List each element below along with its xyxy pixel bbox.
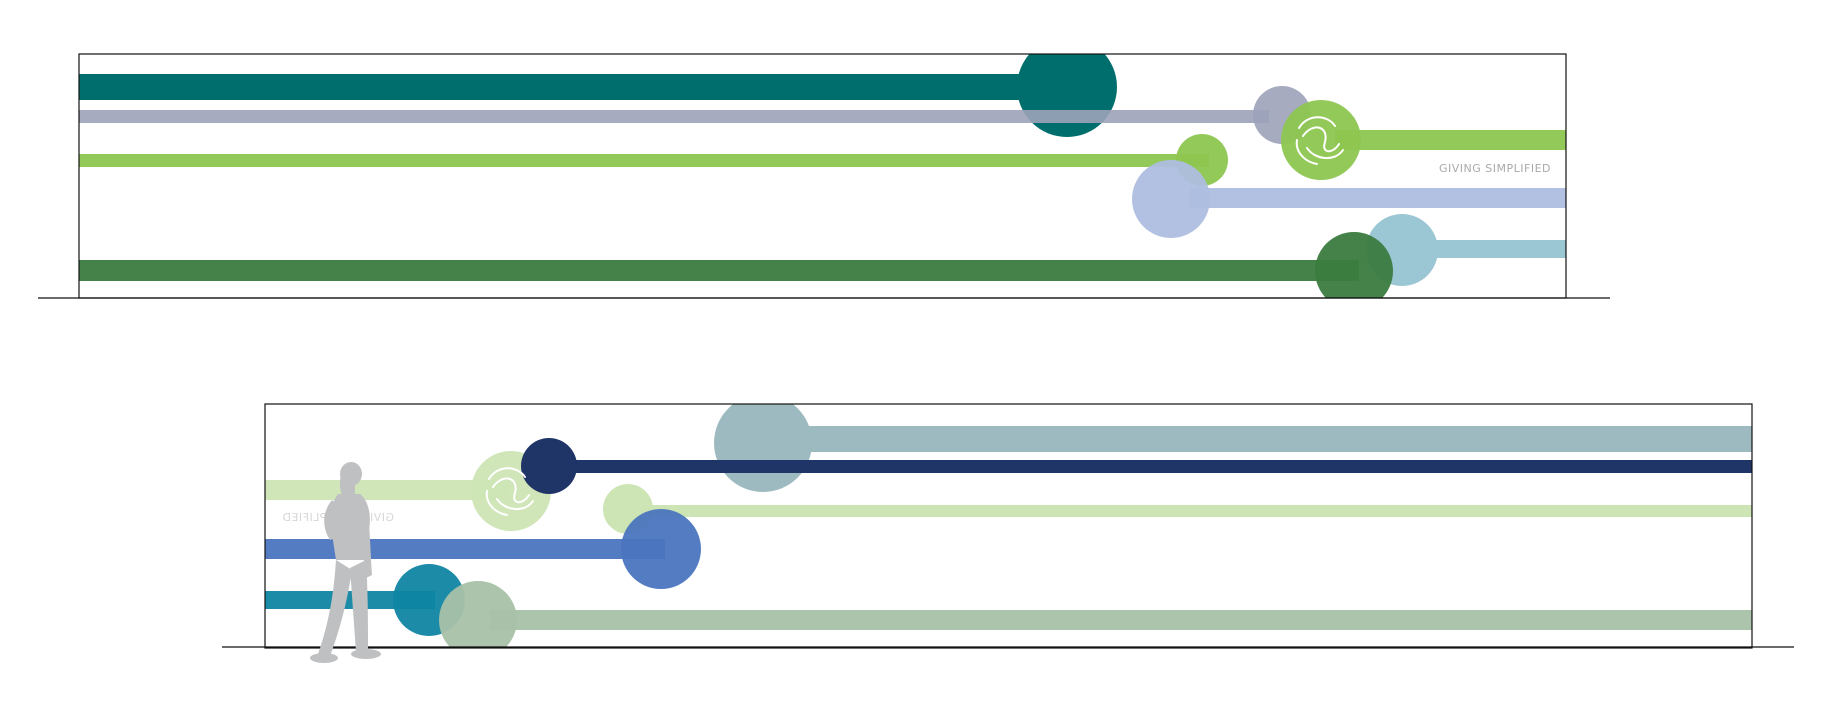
lime-stripe-right bbox=[1281, 100, 1566, 180]
sky-stripe bbox=[1366, 214, 1566, 286]
pale-green-stripe-left bbox=[265, 451, 551, 531]
forest-stripe bbox=[79, 232, 1393, 298]
pale-green-stripe-right bbox=[603, 484, 1752, 534]
periwinkle-stripe bbox=[1132, 160, 1566, 238]
hands-swirl-icon-lower bbox=[485, 467, 534, 516]
standing-woman-silhouette-icon bbox=[310, 462, 381, 663]
bottom-wall-frame bbox=[264, 403, 1753, 649]
navy-stripe bbox=[521, 438, 1752, 494]
grey-teal-stripe bbox=[714, 404, 1752, 492]
hands-swirl-icon bbox=[1295, 116, 1344, 165]
bottom-wall-elevation: GIVING SIMPLIFIED bbox=[222, 403, 1794, 663]
tagline-text: GIVING SIMPLIFIED bbox=[1439, 162, 1551, 175]
lime-stripe-left bbox=[79, 134, 1228, 186]
top-wall-elevation: GIVING SIMPLIFIED bbox=[38, 53, 1610, 299]
sage-stripe bbox=[439, 581, 1752, 648]
